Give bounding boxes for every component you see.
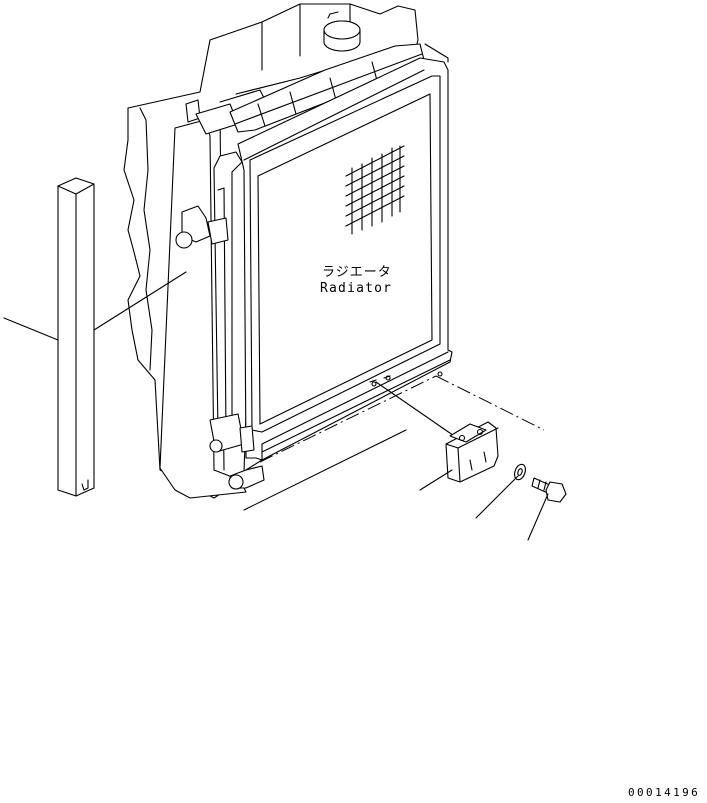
- filler-cap: [323, 11, 361, 52]
- leader-lines: [3, 271, 549, 541]
- radiator-label-en: Radiator: [320, 281, 392, 296]
- washer: [514, 463, 526, 481]
- mounting-bracket: [445, 421, 499, 483]
- bracket-fitting: [175, 205, 229, 249]
- core-fin-grid: [345, 145, 405, 235]
- reference-lines: [243, 375, 545, 511]
- drain-fitting: [228, 465, 265, 490]
- bolt: [531, 477, 567, 503]
- seal-strip: [57, 177, 95, 497]
- radiator-label-jp: ラジエータ: [322, 265, 392, 280]
- core-mounting-tabs: [369, 371, 443, 387]
- drawing-number: 00014196: [628, 786, 700, 798]
